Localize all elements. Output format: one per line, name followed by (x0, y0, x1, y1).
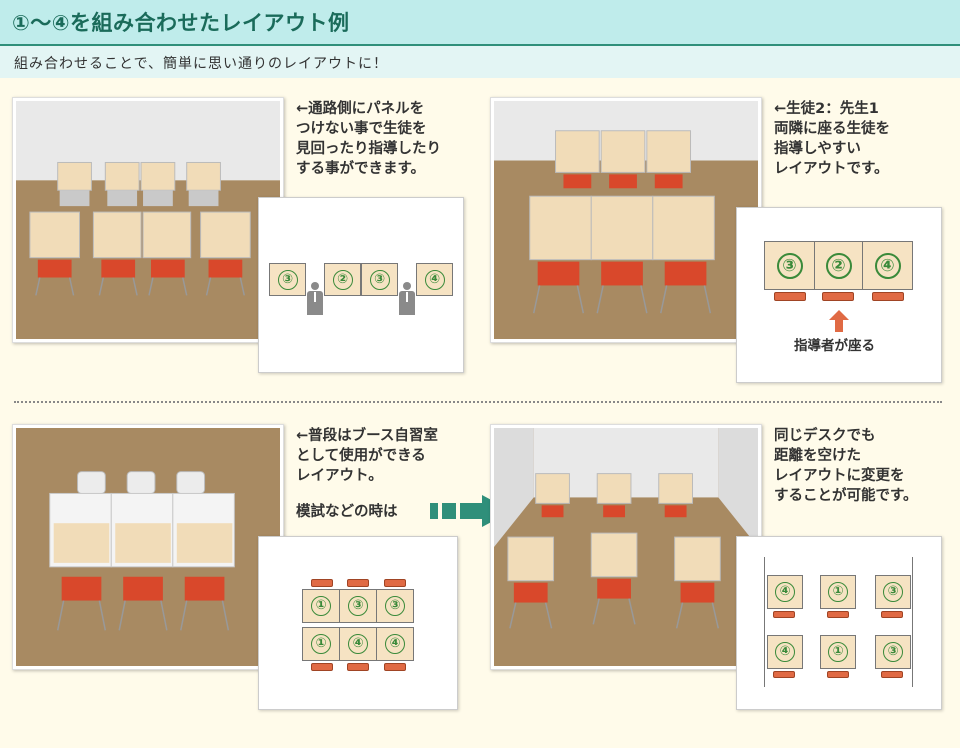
desk-symbol: ② (814, 241, 863, 290)
wall-line (764, 557, 765, 687)
photo-top-right-illustration (494, 101, 758, 339)
desk-symbol: ① (820, 635, 856, 669)
desk-symbol: ④ (767, 575, 803, 609)
desk-number: ④ (775, 642, 795, 662)
desk-symbol: ④ (416, 263, 453, 296)
subheader-bar: 組み合わせることで、簡単に思い通りのレイアウトに！ (0, 46, 960, 78)
chair-symbol (311, 663, 333, 671)
caption-bottom-right: 同じデスクでも 距離を空けた レイアウトに変更を することが可能です。 (774, 428, 918, 504)
diagram-bottom-right: ④ ① ③ ④ ① ③ (736, 536, 942, 710)
chair-symbol (881, 671, 903, 678)
desk-symbol: ④ (767, 635, 803, 669)
desk-number: ③ (883, 642, 903, 662)
caption-bottom-left: ←普段はブース自習室 として使用ができる レイアウト。 (296, 428, 438, 484)
desk-symbol: ④ (376, 627, 414, 661)
desk-number: ② (825, 252, 852, 279)
chair-symbol (347, 579, 369, 587)
diagram-top-right: ③ ② ④ 指導者が座る (736, 207, 942, 383)
caption-bottom-left-exam: 模試などの時は (296, 504, 398, 520)
chair-symbol (384, 579, 406, 587)
desk-number: ④ (348, 634, 368, 654)
desk-number: ① (828, 582, 848, 602)
photo-bottom-right (490, 424, 762, 670)
diagram-top-left: ③ ② ③ ④ (258, 197, 464, 373)
photo-bottom-left-illustration (16, 428, 280, 666)
chair-symbol (827, 611, 849, 618)
photo-top-left (12, 97, 284, 343)
desk-number: ③ (883, 582, 903, 602)
chair-symbol (822, 292, 854, 301)
desk-number: ③ (776, 252, 803, 279)
desk-number: ④ (424, 269, 445, 290)
desk-symbol: ① (302, 589, 340, 623)
chair-symbol (773, 671, 795, 678)
desk-symbol: ① (820, 575, 856, 609)
desk-number: ④ (775, 582, 795, 602)
chair-symbol (384, 663, 406, 671)
desk-number: ③ (277, 269, 298, 290)
chair-symbol (872, 292, 904, 301)
header-bar: ①～④を組み合わせたレイアウト例 (0, 0, 960, 44)
desk-number: ① (311, 634, 331, 654)
desk-symbol: ③ (764, 241, 815, 290)
instructor-seat-label: 指導者が座る (794, 338, 875, 354)
desk-number: ① (311, 596, 331, 616)
chair-symbol (347, 663, 369, 671)
wall-line (912, 557, 913, 687)
header-rule (0, 44, 960, 46)
desk-number: ④ (385, 634, 405, 654)
desk-symbol: ③ (376, 589, 414, 623)
desk-number: ④ (874, 252, 901, 279)
desk-symbol: ③ (269, 263, 306, 296)
teacher-icon (307, 282, 323, 316)
chair-symbol (827, 671, 849, 678)
desk-symbol: ③ (875, 575, 911, 609)
desk-symbol: ② (324, 263, 361, 296)
desk-number: ③ (348, 596, 368, 616)
caption-top-left: ←通路側にパネルを つけない事で生徒を 見回ったり指導したり する事ができます。 (296, 101, 441, 177)
desk-symbol: ③ (361, 263, 398, 296)
photo-top-left-illustration (16, 101, 280, 339)
chair-symbol (774, 292, 806, 301)
caption-top-right: ←生徒2：先生1 両隣に座る生徒を 指導しやすい レイアウトです。 (774, 101, 890, 177)
page-title: ①～④を組み合わせたレイアウト例 (12, 11, 350, 35)
desk-number: ③ (369, 269, 390, 290)
page-subtitle: 組み合わせることで、簡単に思い通りのレイアウトに！ (14, 56, 389, 72)
desk-symbol: ③ (875, 635, 911, 669)
chair-symbol (881, 611, 903, 618)
desk-symbol: ① (302, 627, 340, 661)
desk-number: ③ (385, 596, 405, 616)
desk-symbol: ④ (862, 241, 913, 290)
desk-number: ② (332, 269, 353, 290)
photo-bottom-left (12, 424, 284, 670)
teacher-icon (399, 282, 415, 316)
desk-symbol: ③ (339, 589, 377, 623)
chair-symbol (311, 579, 333, 587)
desk-symbol: ④ (339, 627, 377, 661)
photo-bottom-right-illustration (494, 428, 758, 666)
section-divider (14, 401, 942, 403)
chair-symbol (773, 611, 795, 618)
photo-top-right (490, 97, 762, 343)
arrow-up-icon (829, 310, 849, 332)
desk-number: ① (828, 642, 848, 662)
diagram-bottom-left: ① ③ ③ ① ④ ④ (258, 536, 458, 710)
